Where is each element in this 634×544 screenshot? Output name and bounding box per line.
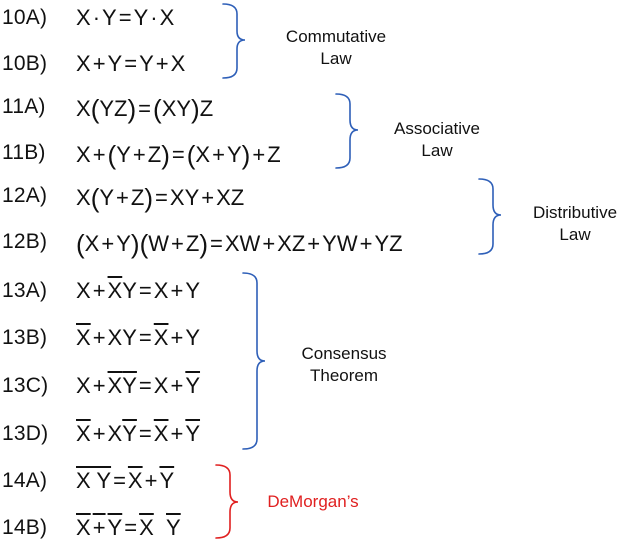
bracket-consensus xyxy=(242,272,266,450)
row-label-14a: 14A) xyxy=(2,469,48,492)
row-label-13c: 13C) xyxy=(2,374,49,397)
equation-10b: X+Y=Y+X xyxy=(76,51,186,76)
bracket-commutative xyxy=(222,3,246,79)
caption-commutative-law: Commutative Law xyxy=(266,26,406,70)
row-label-13b: 13B) xyxy=(2,326,48,349)
caption-demorgan-line1: DeMorgan’s xyxy=(267,492,359,511)
row-label-12a: 12A) xyxy=(2,184,48,207)
row-label-14b: 14B) xyxy=(2,516,48,539)
equation-13d: X+XY=X+Y xyxy=(76,421,201,446)
row-label-12b: 12B) xyxy=(2,230,48,253)
equation-13c: X+XY=X+Y xyxy=(76,373,201,398)
equation-11b: X+(Y+Z)=(X+Y)+Z xyxy=(76,140,281,170)
caption-distributive-law: Distributive Law xyxy=(518,202,632,246)
caption-demorgan: DeMorgan’s xyxy=(246,491,380,513)
row-label-10a: 10A) xyxy=(2,6,48,29)
equation-13b: X+XY=X+Y xyxy=(76,325,200,350)
caption-commutative-line2: Law xyxy=(320,49,352,68)
caption-distributive-line2: Law xyxy=(559,225,591,244)
caption-associative-line2: Law xyxy=(421,141,453,160)
caption-consensus-line2: Theorem xyxy=(309,366,379,385)
caption-associative-law: Associative Law xyxy=(372,118,502,162)
bracket-demorgan xyxy=(215,464,239,539)
caption-distributive-line1: Distributive xyxy=(532,203,618,222)
equation-14a: X Y=X+Y xyxy=(76,468,175,493)
equation-14b: X+Y=X Y xyxy=(76,515,181,540)
caption-consensus-line1: Consensus xyxy=(301,344,387,363)
caption-associative-line1: Associative xyxy=(394,119,480,138)
bracket-distributive xyxy=(478,178,502,255)
row-label-11a: 11A) xyxy=(2,95,46,118)
row-label-10b: 10B) xyxy=(2,52,48,75)
caption-consensus-theorem: Consensus Theorem xyxy=(280,343,408,387)
equation-11a: X(YZ)=(XY)Z xyxy=(76,94,214,124)
equation-12b: (X+Y)(W+Z)=XW+XZ+YW+YZ xyxy=(76,229,403,259)
equation-10a: X·Y=Y·X xyxy=(76,5,175,30)
row-label-13d: 13D) xyxy=(2,422,49,445)
row-label-13a: 13A) xyxy=(2,279,48,302)
equation-13a: X+XY=X+Y xyxy=(76,278,201,303)
bracket-associative xyxy=(335,93,359,169)
equation-12a: X(Y+Z)=XY+XZ xyxy=(76,183,245,213)
caption-commutative-line1: Commutative xyxy=(285,27,387,46)
row-label-11b: 11B) xyxy=(2,141,46,164)
